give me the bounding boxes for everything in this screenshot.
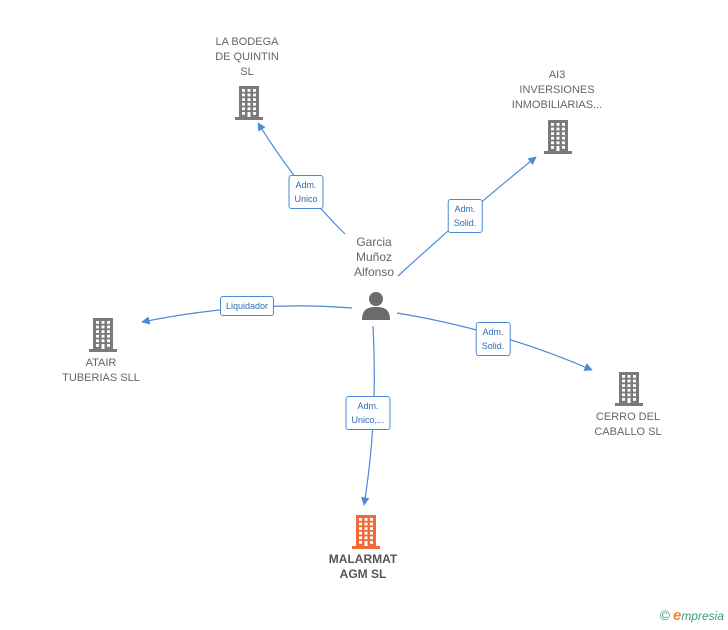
building-icon[interactable] (614, 370, 644, 406)
building-icon[interactable] (351, 513, 381, 549)
company-label-cerro[interactable]: CERRO DEL CABALLO SL (594, 411, 662, 438)
building-icon[interactable] (543, 118, 573, 154)
brand-logo: empresia (672, 607, 724, 624)
person-name[interactable]: Garcia Muñoz Alfonso (353, 235, 395, 279)
person-icon[interactable] (361, 290, 391, 320)
relation-label-bodega[interactable]: Adm. Unico (288, 175, 324, 209)
building-icon[interactable] (234, 84, 264, 120)
company-label-malarmat[interactable]: MALARMAT AGM SL (328, 552, 398, 581)
company-label-atair[interactable]: ATAIR TUBERIAS SLL (62, 357, 140, 384)
relation-label-ai3[interactable]: Adm. Solid. (447, 199, 483, 233)
relation-label-cerro[interactable]: Adm. Solid. (475, 322, 511, 356)
building-icon[interactable] (88, 316, 118, 352)
relation-label-malarmat[interactable]: Adm. Unico,... (345, 396, 391, 430)
company-label-ai3[interactable]: AI3 INVERSIONES INMOBILIARIAS... (511, 69, 603, 111)
company-label-bodega[interactable]: LA BODEGA DE QUINTIN SL (215, 36, 279, 78)
copyright-icon: © (659, 607, 670, 623)
footer-brand: ©empresia (660, 607, 724, 624)
relation-label-atair[interactable]: Liquidador (219, 296, 275, 316)
